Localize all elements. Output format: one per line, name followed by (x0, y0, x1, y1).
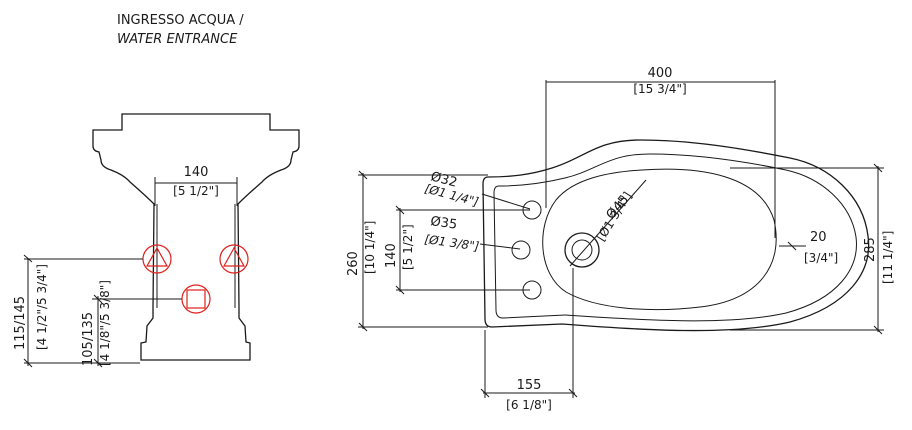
drain-offset-mm: 155 (517, 378, 542, 393)
front-height-top-mm: 115/145 (13, 296, 28, 350)
drain-hole-outer (564, 232, 600, 268)
front-view: 140 [5 1/2"] 115/145 [4 1/2"/5 3/4"] 105… (13, 113, 300, 368)
plan-rim-mm: 20 (810, 230, 827, 245)
plan-rim-line (493, 153, 857, 322)
legend-line-2: WATER ENTRANCE (117, 32, 238, 47)
hole2-in: [Ø1 3/8"] (424, 232, 481, 254)
tap-hole-circle (511, 240, 531, 260)
plan-width-in: [11 1/4"] (881, 231, 895, 284)
hole1-mm: Ø32 (429, 169, 459, 190)
plan-outer-outline (482, 139, 870, 332)
drain-offset-in: [6 1/8"] (506, 398, 552, 412)
plan-length-mm: 400 (648, 66, 673, 81)
plan-rim-in: [3/4"] (804, 251, 838, 265)
drain-hole-inner (571, 239, 593, 261)
front-view-outline (92, 113, 300, 361)
plan-depth-mm: 260 (346, 251, 361, 276)
hole2-mm: Ø35 (429, 214, 458, 233)
drain-in: [Ø1 3/4"] (594, 189, 635, 243)
legend-line-1: INGRESSO ACQUA / (117, 13, 244, 28)
plan-width-mm: 285 (863, 237, 878, 262)
plan-basin (542, 168, 777, 311)
plan-hole-spacing-in: [5 1/2"] (401, 224, 415, 270)
front-height-bottom-mm: 105/135 (81, 312, 96, 366)
front-height-bottom-in: [4 1/8"/5 3/8"] (98, 280, 112, 366)
plan-hole-spacing-mm: 140 (384, 243, 399, 268)
plan-view: 400 [15 3/4"] 20 [3/4"] 285 [11 1/4"] 26… (346, 66, 895, 412)
front-height-top-in: [4 1/2"/5 3/4"] (35, 264, 49, 350)
plan-depth-in: [10 1/4"] (363, 221, 377, 274)
plan-length-in: [15 3/4"] (633, 82, 686, 96)
front-width-in: [5 1/2"] (173, 184, 219, 198)
triangle-inlet-icon (219, 244, 249, 274)
front-width-mm: 140 (184, 165, 209, 180)
square-inlet-icon (181, 284, 211, 314)
